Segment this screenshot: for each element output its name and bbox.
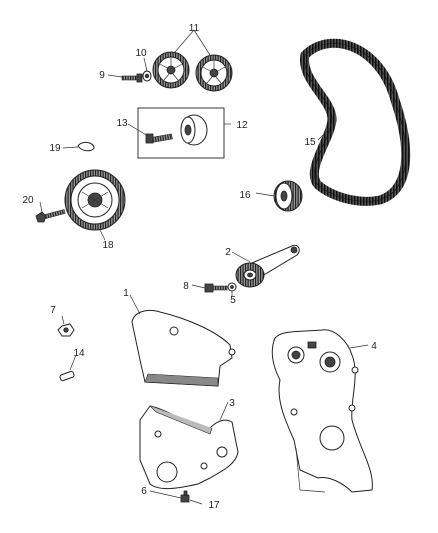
callout-20: 20 xyxy=(22,195,34,206)
callout-13: 13 xyxy=(116,118,128,129)
tensioner-washer xyxy=(227,282,237,292)
callout-17: 17 xyxy=(208,500,220,511)
leader-lines xyxy=(39,29,369,505)
lower-cover-bolt xyxy=(180,490,190,503)
upper-timing-cover xyxy=(131,309,236,387)
callout-16: 16 xyxy=(239,190,251,201)
crankshaft-bolt xyxy=(35,209,66,223)
sprocket-washer xyxy=(142,70,152,82)
belt-tensioner xyxy=(235,244,300,288)
callout-19: 19 xyxy=(49,143,61,154)
callout-10: 10 xyxy=(135,48,147,59)
callout-9: 9 xyxy=(99,70,105,81)
callout-8: 8 xyxy=(183,281,189,292)
callout-12: 12 xyxy=(236,120,248,131)
callout-4: 4 xyxy=(371,341,377,352)
crankshaft-sprocket xyxy=(64,169,126,231)
callout-14: 14 xyxy=(73,348,85,359)
cam-sprocket-left xyxy=(152,51,190,89)
callout-18: 18 xyxy=(102,240,114,251)
callout-11: 11 xyxy=(189,23,200,34)
cover-nut xyxy=(57,323,75,337)
cover-stud xyxy=(59,370,75,382)
callout-labels: 1 2 3 4 5 6 7 8 9 10 11 12 13 14 15 16 1… xyxy=(22,23,377,511)
tensioner-bolt xyxy=(204,283,228,293)
callout-7: 7 xyxy=(50,305,56,316)
sprocket-bolt xyxy=(121,73,143,83)
callout-1: 1 xyxy=(123,288,129,299)
idler-pulley xyxy=(273,180,303,212)
woodruff-key xyxy=(77,141,95,152)
timing-belt xyxy=(300,38,411,206)
callout-2: 2 xyxy=(225,247,231,258)
callout-6: 6 xyxy=(141,486,147,497)
callout-15: 15 xyxy=(304,137,316,148)
cam-sprocket-right xyxy=(195,54,233,92)
callout-3: 3 xyxy=(229,398,235,409)
lower-timing-cover xyxy=(139,405,239,490)
callout-5: 5 xyxy=(230,295,236,306)
rear-timing-cover xyxy=(271,329,373,493)
idler-pulley-assembly-box xyxy=(137,107,225,159)
